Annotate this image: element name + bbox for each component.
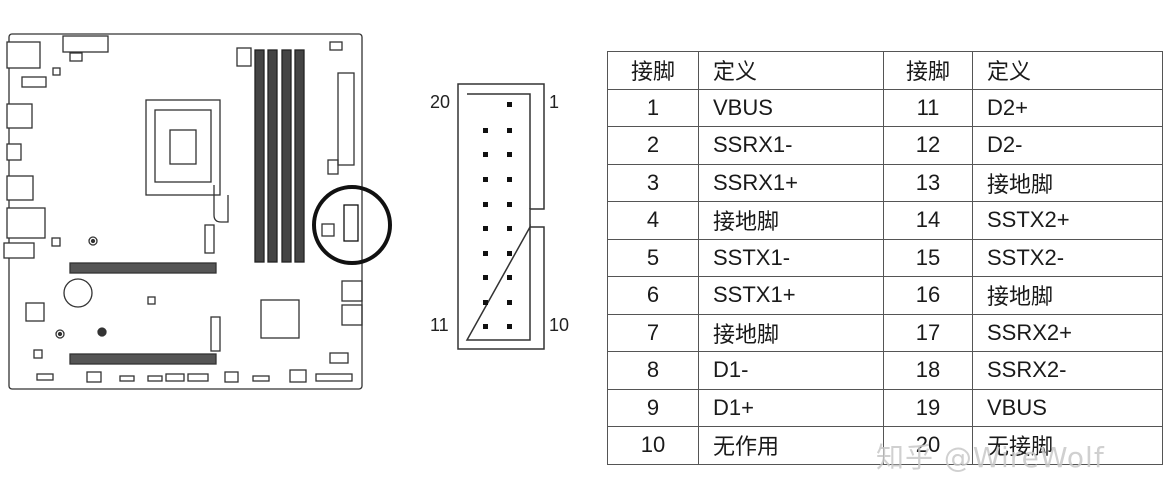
pin-number: 2 bbox=[607, 126, 699, 165]
io-port bbox=[21, 76, 47, 88]
pin-label-10: 10 bbox=[549, 315, 570, 335]
pin-definition: 接地脚 bbox=[972, 163, 1163, 202]
pin-definition: SSTX1+ bbox=[698, 276, 884, 315]
pin-number: 5 bbox=[607, 238, 699, 277]
io-port bbox=[6, 41, 41, 69]
pin-number: 18 bbox=[883, 351, 973, 390]
table-row: 5 SSTX1- 15 SSTX2- bbox=[607, 238, 1163, 277]
pin-definition: SSRX2- bbox=[972, 351, 1163, 390]
pin-definition: SSTX2+ bbox=[972, 201, 1163, 240]
pin-number: 11 bbox=[883, 88, 973, 127]
pin-number: 7 bbox=[607, 313, 699, 352]
pin-number: 17 bbox=[883, 313, 973, 352]
io-port bbox=[6, 207, 46, 239]
pin-number: 6 bbox=[607, 276, 699, 315]
pcie-slot bbox=[69, 262, 217, 274]
column-header-definition: 定义 bbox=[972, 51, 1163, 90]
table-row: 10 无作用 20 无接脚 bbox=[607, 426, 1163, 465]
pin-definition: D1- bbox=[698, 351, 884, 390]
dimm-slots bbox=[254, 49, 305, 263]
pin-number: 4 bbox=[607, 201, 699, 240]
pin-definition: SSTX1- bbox=[698, 238, 884, 277]
header-shroud-inner bbox=[465, 93, 531, 341]
pin-definition-table: 接脚 定义 接脚 定义 1 VBUS 11 D2+ 2 SSRX1- 12 D2… bbox=[607, 51, 1163, 465]
table-row: 9 D1+ 19 VBUS bbox=[607, 388, 1163, 427]
pin-number: 13 bbox=[883, 163, 973, 202]
column-header-pin: 接脚 bbox=[883, 51, 973, 90]
table-row: 1 VBUS 11 D2+ bbox=[607, 88, 1163, 127]
header-shroud-outer bbox=[457, 83, 545, 350]
pin-number: 12 bbox=[883, 126, 973, 165]
usb-header-connector bbox=[343, 204, 359, 242]
pin-definition: D1+ bbox=[698, 388, 884, 427]
pin-number: 9 bbox=[607, 388, 699, 427]
usb-header-pinout bbox=[457, 83, 545, 350]
pin-definition: SSTX2- bbox=[972, 238, 1163, 277]
io-port bbox=[6, 103, 33, 129]
pin-definition: 接地脚 bbox=[972, 276, 1163, 315]
cpu-power-connector bbox=[62, 35, 109, 53]
pin-definition: VBUS bbox=[698, 88, 884, 127]
column-header-pin: 接脚 bbox=[607, 51, 699, 90]
io-port bbox=[6, 175, 34, 201]
table-row: 8 D1- 18 SSRX2- bbox=[607, 351, 1163, 390]
pin-definition: 接地脚 bbox=[698, 201, 884, 240]
cmos-battery bbox=[63, 278, 93, 308]
watermark: 知乎 @WireWolf bbox=[876, 441, 1105, 474]
cpu-socket bbox=[145, 99, 221, 196]
pin-number: 19 bbox=[883, 388, 973, 427]
pin-number: 3 bbox=[607, 163, 699, 202]
pin-definition: VBUS bbox=[972, 388, 1163, 427]
pin-label-1: 1 bbox=[549, 92, 560, 112]
pin-definition: 无接脚 bbox=[972, 426, 1163, 465]
pin-number: 1 bbox=[607, 88, 699, 127]
pin-definition: 接地脚 bbox=[698, 313, 884, 352]
pin-number: 14 bbox=[883, 201, 973, 240]
pin-number: 8 bbox=[607, 351, 699, 390]
header-pins bbox=[483, 102, 512, 329]
io-port bbox=[3, 242, 35, 259]
table-row: 4 接地脚 14 SSTX2+ bbox=[607, 201, 1163, 240]
pin-number: 16 bbox=[883, 276, 973, 315]
pin-definition: D2+ bbox=[972, 88, 1163, 127]
table-row: 3 SSRX1+ 13 接地脚 bbox=[607, 163, 1163, 202]
pcie-slot bbox=[69, 353, 217, 365]
table-header-row: 接脚 定义 接脚 定义 bbox=[607, 51, 1163, 90]
pin-label-11: 11 bbox=[430, 315, 449, 335]
column-header-definition: 定义 bbox=[698, 51, 884, 90]
table-row: 7 接地脚 17 SSRX2+ bbox=[607, 313, 1163, 352]
pin-number: 15 bbox=[883, 238, 973, 277]
pin-definition: SSRX1- bbox=[698, 126, 884, 165]
pin-label-20: 20 bbox=[430, 92, 451, 112]
motherboard-diagram bbox=[3, 33, 392, 390]
table-row: 6 SSTX1+ 16 接地脚 bbox=[607, 276, 1163, 315]
pin-number: 10 bbox=[607, 426, 699, 465]
usb-header-highlight-circle bbox=[312, 185, 392, 265]
chipset bbox=[260, 299, 300, 339]
pin-number: 20 bbox=[883, 426, 973, 465]
io-port bbox=[6, 143, 22, 161]
pin-definition: SSRX1+ bbox=[698, 163, 884, 202]
pin-definition: D2- bbox=[972, 126, 1163, 165]
atx-power-connector bbox=[337, 72, 355, 166]
pin-definition: 无作用 bbox=[698, 426, 884, 465]
table-row: 2 SSRX1- 12 D2- bbox=[607, 126, 1163, 165]
pin-definition: SSRX2+ bbox=[972, 313, 1163, 352]
